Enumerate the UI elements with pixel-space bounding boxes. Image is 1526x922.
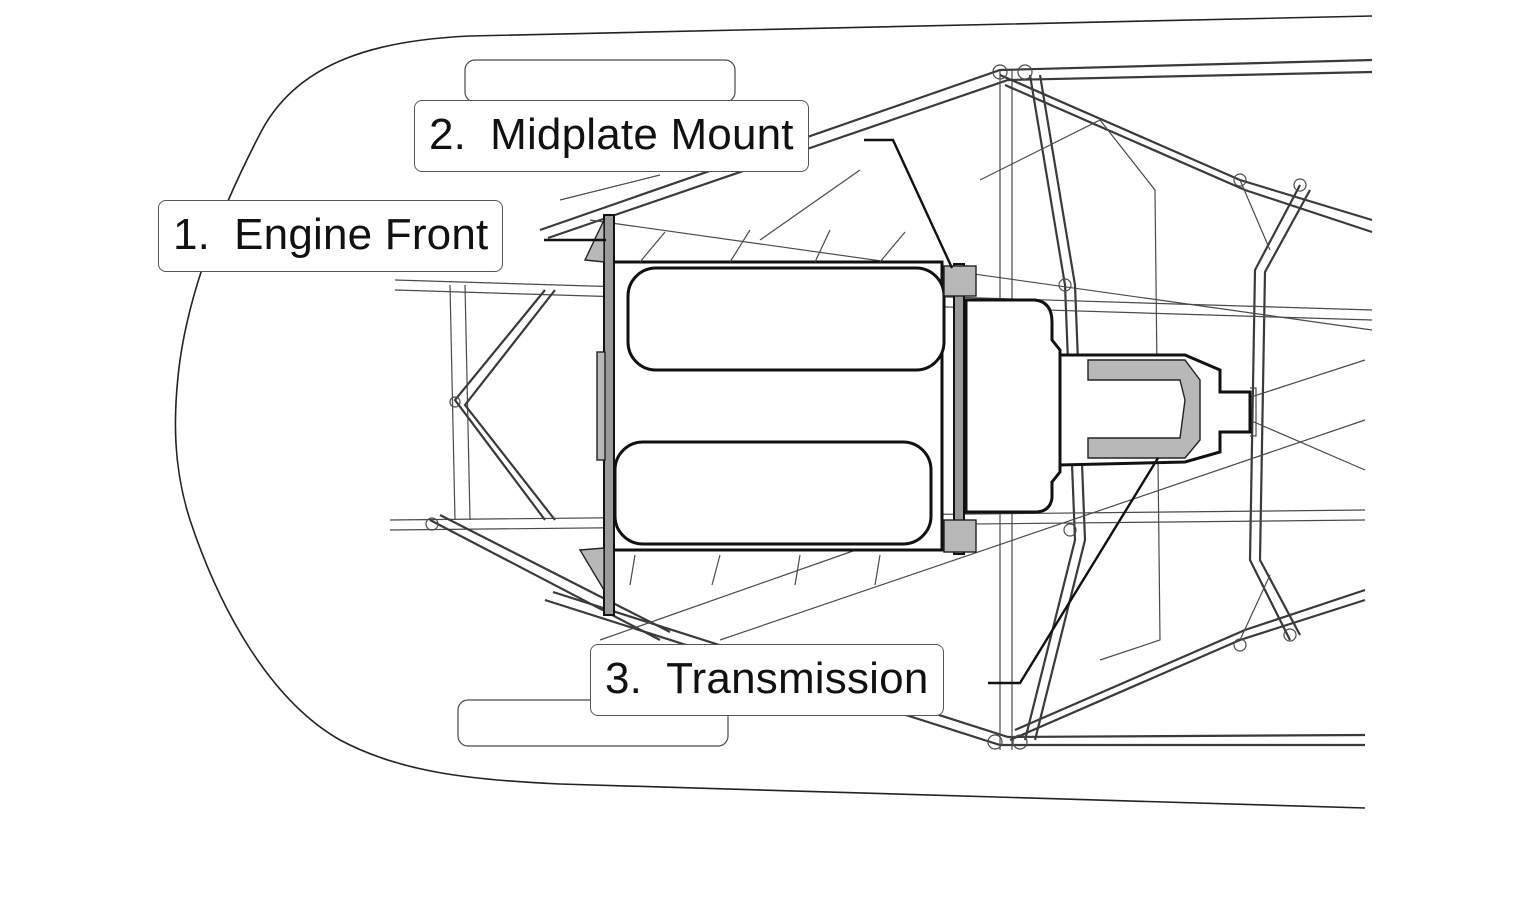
leader-transmission	[988, 457, 1160, 685]
callout-number: 1.	[173, 210, 211, 259]
callout-label: Midplate Mount	[490, 110, 794, 159]
callout-midplate-mount: 2. Midplate Mount	[414, 100, 809, 172]
tube-joints	[425, 64, 1307, 750]
midplate	[943, 263, 977, 555]
spark-plugs	[629, 229, 906, 586]
callout-label: Transmission	[666, 654, 929, 703]
transmission-assembly	[964, 298, 1257, 514]
callout-transmission: 3. Transmission	[590, 644, 944, 716]
car-body-outline	[174, 15, 1373, 809]
callout-number: 3.	[605, 654, 643, 703]
front-tire-top	[464, 59, 736, 103]
callout-number: 2.	[429, 110, 467, 159]
leader-midplate-mount	[864, 138, 954, 269]
engine-front-plate	[578, 214, 615, 616]
callout-engine-front: 1. Engine Front	[158, 200, 504, 272]
engine-block	[610, 260, 946, 552]
leader-lines	[544, 138, 1160, 685]
callout-label: Engine Front	[234, 210, 489, 259]
